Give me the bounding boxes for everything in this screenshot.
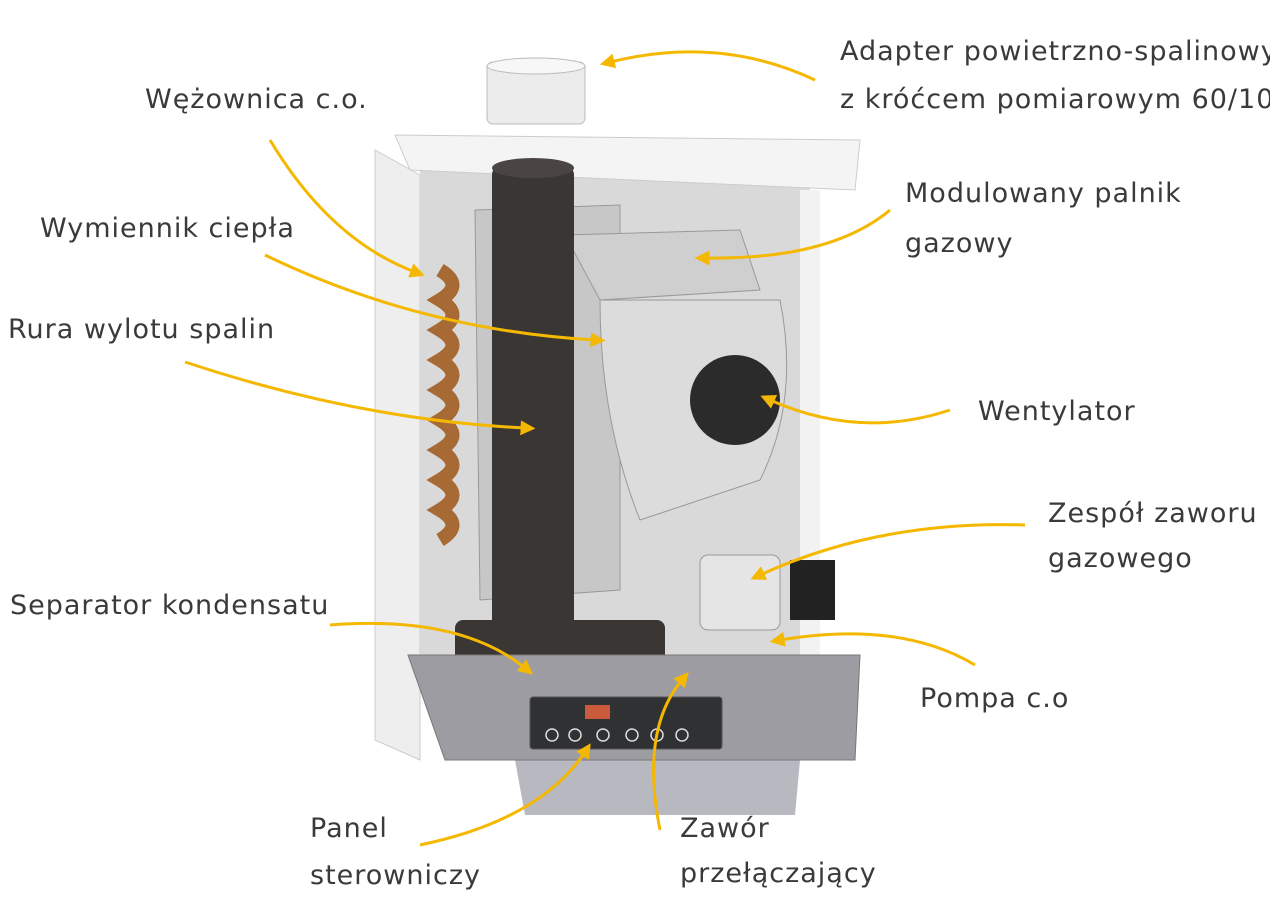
arrow-zawor-gaz xyxy=(750,523,1026,580)
label-panel-line2: sterowniczy xyxy=(310,860,481,891)
arrow-palnik xyxy=(694,208,891,266)
label-rura: Rura wylotu spalin xyxy=(8,314,276,345)
arrow-pompa xyxy=(769,631,976,667)
casing-top xyxy=(394,134,861,191)
label-adapter-line1: Adapter powietrzno-spalinowy xyxy=(840,36,1270,67)
arrow-wymiennik xyxy=(264,253,606,348)
arrow-wezownica xyxy=(268,139,425,278)
arrow-separator xyxy=(329,621,534,675)
heat-coil xyxy=(426,263,460,547)
label-pompa: Pompa c.o xyxy=(920,683,1070,714)
fan-motor xyxy=(690,355,780,445)
label-palnik-line2: gazowy xyxy=(905,228,1014,259)
label-panel-line1: Panel xyxy=(310,813,388,844)
label-palnik-line1: Modulowany palnik xyxy=(905,178,1182,209)
label-adapter-line2: z króćcem pomiarowym 60/100 xyxy=(840,84,1270,115)
arrow-adapter xyxy=(599,50,816,82)
arrow-wentylator xyxy=(760,394,951,425)
bottom-cover xyxy=(515,760,800,815)
label-wentylator: Wentylator xyxy=(978,396,1136,427)
label-przelaczajacy-line1: Zawór xyxy=(680,813,770,844)
label-przelaczajacy-line2: przełączający xyxy=(680,858,877,889)
arrow-przelaczajacy xyxy=(652,671,689,831)
control-panel xyxy=(529,696,723,750)
label-separator: Separator kondensatu xyxy=(10,590,330,621)
burner xyxy=(564,229,761,301)
label-zawor-gaz-line1: Zespół zaworu xyxy=(1048,498,1258,529)
arrow-rura xyxy=(184,360,536,436)
flue-pipe xyxy=(492,165,574,635)
label-zawor-gaz-line2: gazowego xyxy=(1048,543,1193,574)
label-wezownica: Wężownica c.o. xyxy=(145,84,368,115)
gas-valve xyxy=(699,554,781,631)
condensate-separator xyxy=(455,620,665,665)
arrow-panel xyxy=(419,743,591,847)
label-wymiennik: Wymiennik ciepła xyxy=(40,213,295,244)
